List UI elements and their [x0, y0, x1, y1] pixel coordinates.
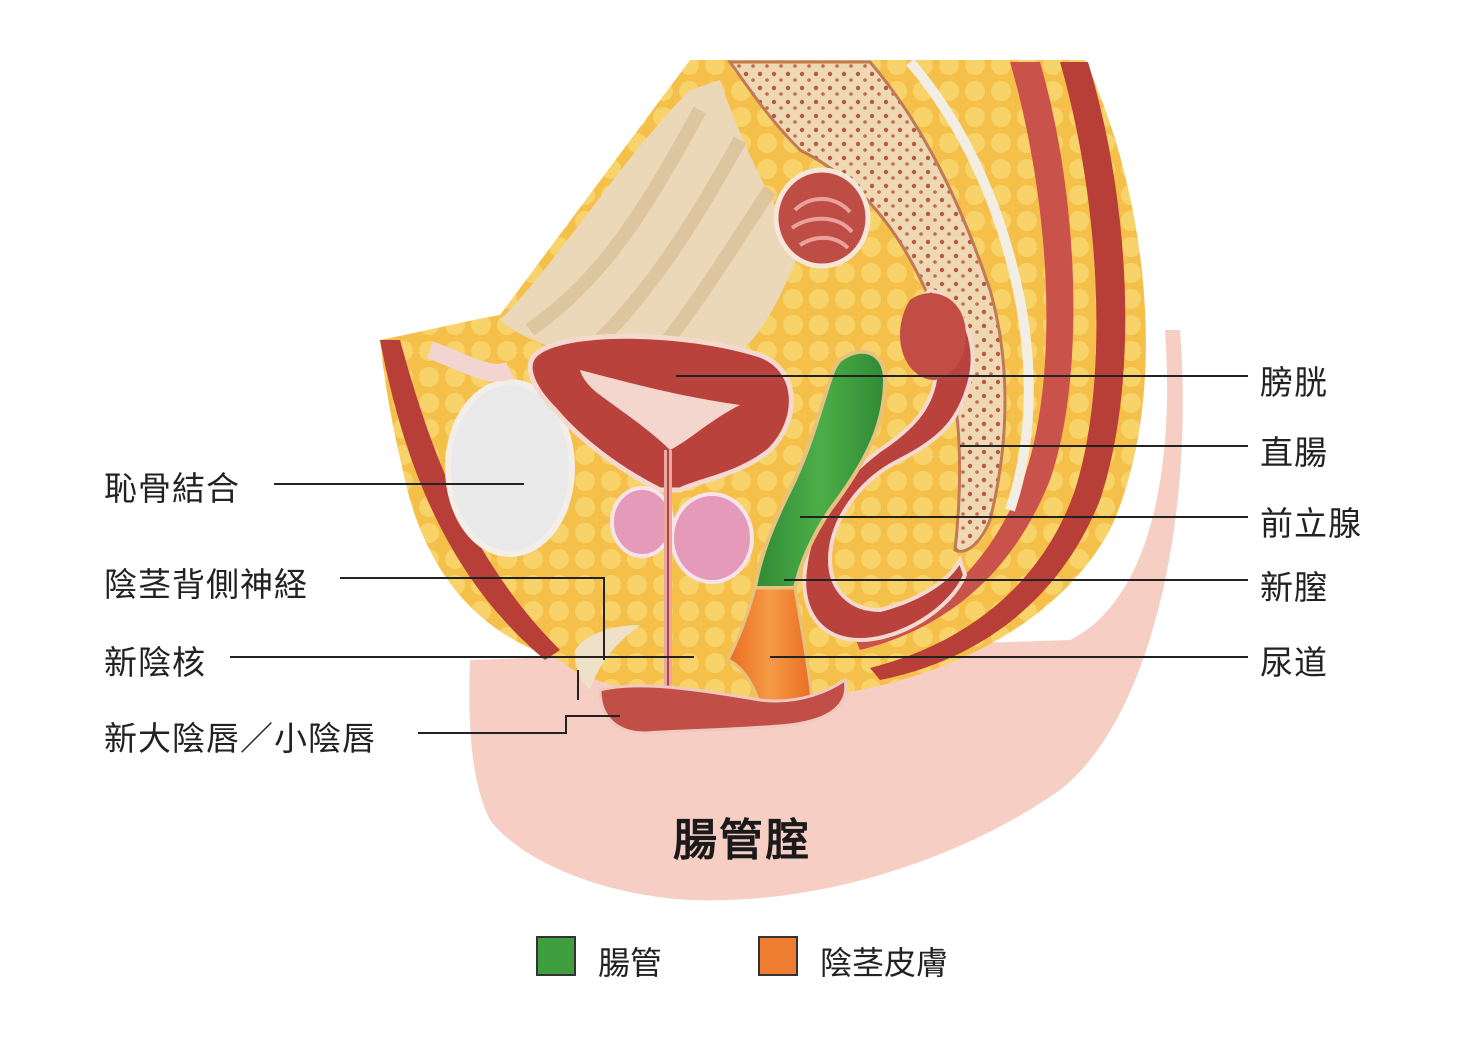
neo-labia-shape	[598, 677, 848, 735]
pubic-bone	[380, 340, 560, 660]
neo-clitoris-shape	[574, 625, 640, 690]
back-muscle-inner	[855, 62, 1074, 650]
body-skin	[469, 330, 1183, 901]
pubic-cartilage	[427, 341, 515, 382]
label-neo-labia: 新大陰唇／小陰唇	[104, 719, 376, 758]
sacrum	[727, 60, 1007, 553]
bowel-loop-folds	[790, 197, 854, 250]
label-dorsal-penile-nerve: 陰茎背側神経	[104, 565, 308, 604]
label-bladder: 膀胱	[1260, 363, 1328, 402]
label-neo-vagina: 新膣	[1260, 568, 1328, 607]
label-pubic-symphysis: 恥骨結合	[104, 469, 240, 508]
legend-swatch-penile-skin	[758, 936, 798, 976]
label-prostate: 前立腺	[1260, 504, 1362, 543]
prostate-left	[610, 486, 674, 558]
prostate-right	[670, 492, 754, 584]
legend-label-penile-skin: 陰茎皮膚	[820, 944, 949, 982]
rectum-upper	[900, 293, 966, 380]
rectum-shape	[802, 287, 975, 643]
bowel-folds	[525, 106, 776, 355]
pubic-symphysis-shape	[445, 379, 575, 557]
legend-label-intestine: 腸管	[598, 944, 663, 982]
label-neo-clitoris: 新陰核	[104, 643, 206, 682]
back-muscle-outer	[870, 62, 1126, 680]
neo-vagina-skin	[725, 586, 814, 707]
bladder-lumen	[580, 370, 740, 450]
figure-caption: 腸管腟	[673, 815, 811, 866]
label-urethra: 尿道	[1260, 643, 1328, 682]
label-rectum: 直腸	[1260, 433, 1328, 472]
legend-swatch-intestine	[536, 936, 576, 976]
leader-lines	[230, 375, 1248, 734]
